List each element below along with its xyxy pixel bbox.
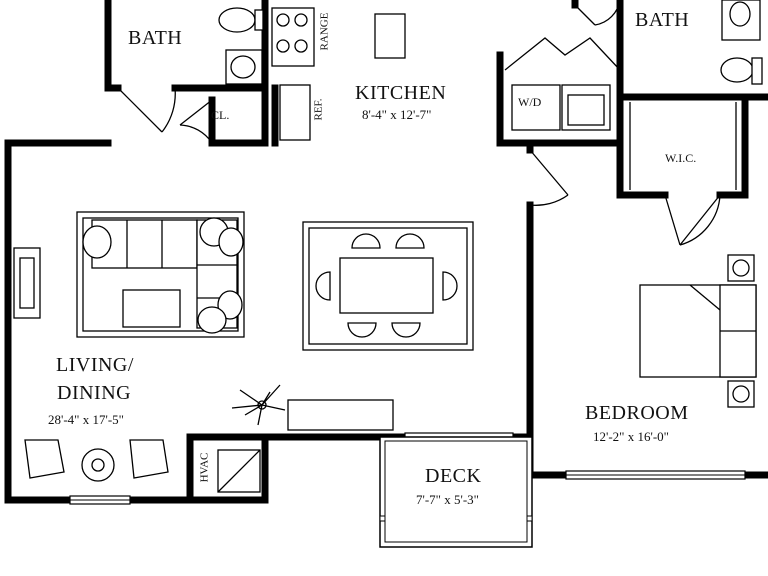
kitchen-label: KITCHEN — [355, 82, 447, 104]
closet-label: CL. — [211, 108, 230, 122]
wic-shelves — [629, 102, 737, 190]
living-label-line1: LIVING/ — [56, 354, 134, 376]
bedroom-dims: 12'-2" x 16'-0" — [593, 429, 669, 444]
bed — [639, 284, 757, 378]
bath-fixtures-left — [218, 7, 264, 85]
bath-fixtures-right — [720, 0, 763, 85]
living-label-line2: DINING — [57, 382, 132, 404]
living-dims: 28'-4" x 17'-5" — [48, 412, 124, 427]
laundry-label: W/D — [518, 95, 542, 109]
doors — [117, 0, 721, 246]
range-label: RANGE — [318, 12, 331, 51]
kitchen-counters — [271, 7, 406, 141]
hvac-unit — [217, 449, 261, 493]
deck-dims: 7'-7" x 5'-3" — [416, 492, 479, 507]
sofa — [76, 211, 245, 338]
plant-and-bench — [231, 384, 394, 431]
kitchen-dims: 8'-4" x 12'-7" — [362, 107, 432, 122]
washer-dryer — [511, 84, 611, 131]
bath-right-label: BATH — [635, 9, 690, 31]
fridge-label: REF. — [312, 98, 325, 121]
bath-left-label: BATH — [128, 27, 183, 49]
hvac-label: HVAC — [198, 452, 211, 483]
nightstands — [727, 254, 755, 408]
bedroom-label: BEDROOM — [585, 402, 689, 424]
deck-label: DECK — [425, 465, 482, 487]
deck-outline — [379, 436, 533, 548]
lounge-chairs — [24, 439, 169, 482]
wic-label: W.I.C. — [665, 151, 697, 165]
tv-console — [13, 247, 41, 319]
dining-set — [302, 221, 474, 351]
